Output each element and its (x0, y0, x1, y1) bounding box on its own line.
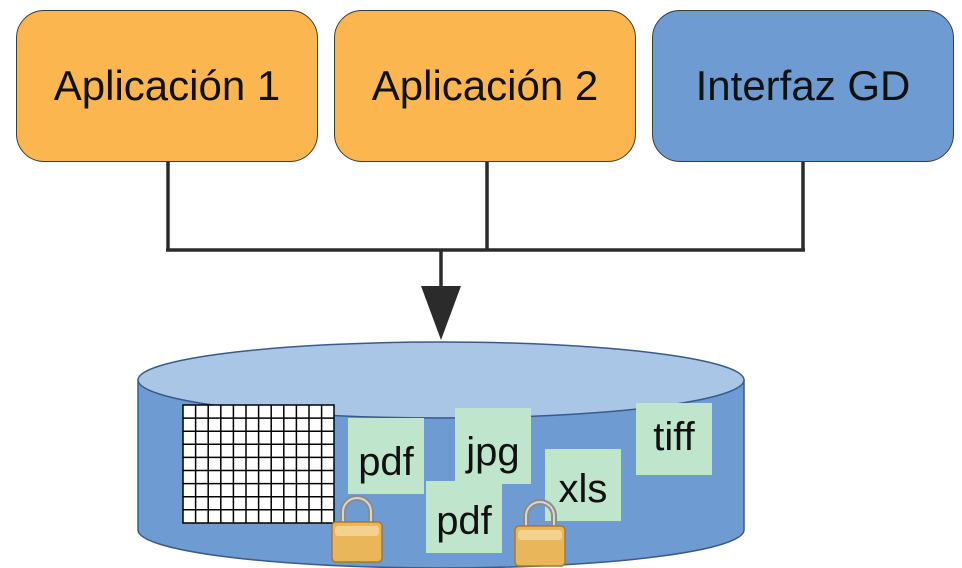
document-pdf: pdf (348, 418, 424, 494)
document-pdf-2-label: pdf (436, 499, 492, 543)
grid-table-icon (182, 404, 335, 524)
document-pdf-label: pdf (358, 440, 414, 484)
document-tiff-label: tiff (653, 415, 695, 459)
document-jpg: jpg (455, 408, 531, 484)
document-xls-label: xls (558, 467, 608, 511)
lock-icon (514, 499, 566, 567)
application-2-label: Aplicación 2 (371, 62, 599, 109)
document-pdf-2: pdf (426, 481, 502, 553)
interface-gd-box: Interfaz GD (652, 10, 954, 162)
document-xls: xls (545, 449, 621, 521)
cylinder-top (137, 341, 745, 419)
document-jpg-label: jpg (466, 430, 520, 474)
lock-icon (331, 495, 383, 563)
application-1-label: Aplicación 1 (53, 62, 281, 109)
interface-gd-label: Interfaz GD (695, 62, 911, 109)
document-tiff: tiff (636, 403, 712, 475)
application-2-box: Aplicación 2 (334, 10, 636, 162)
application-1-box: Aplicación 1 (16, 10, 318, 162)
arrow-down-icon (421, 286, 461, 340)
